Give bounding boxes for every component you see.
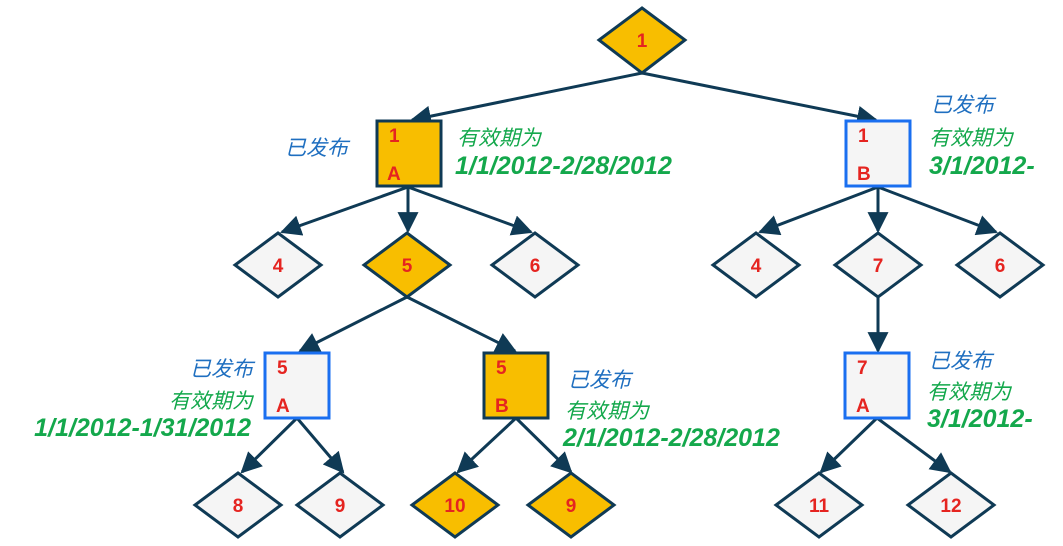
version-box-7a-num: 7 — [857, 358, 868, 379]
v5b-validity-label: 有效期为 — [565, 400, 649, 423]
version-box-1b-num: 1 — [858, 126, 869, 147]
version-box-5a-num: 5 — [277, 358, 288, 379]
version-box-1a-ver: A — [387, 164, 401, 185]
v5b-status-label: 已发布 — [568, 369, 631, 392]
version-box-5a-ver: A — [276, 396, 290, 417]
node-l-4[interactable]: 4 — [232, 231, 324, 299]
edge-v1b-r6 — [877, 185, 998, 236]
version-box-7a[interactable]: 7 A — [843, 351, 911, 420]
edge-l5-v5b — [406, 295, 517, 353]
v1b-validity-range: 3/1/2012- — [929, 152, 1035, 180]
node-l-6-label: 6 — [530, 256, 541, 277]
node-d-9a-label: 9 — [335, 496, 346, 517]
node-d-12[interactable]: 12 — [905, 471, 997, 539]
edge-v1a-l4 — [280, 185, 409, 236]
v5a-validity-range: 1/1/2012-1/31/2012 — [34, 414, 251, 442]
edge-v5a-d8 — [240, 416, 299, 474]
version-box-5b[interactable]: 5 B — [482, 351, 550, 420]
node-root[interactable]: 1 — [596, 6, 688, 75]
version-box-5b-ver: B — [495, 396, 509, 417]
node-l-6[interactable]: 6 — [489, 231, 581, 299]
node-r-4[interactable]: 4 — [710, 231, 802, 299]
version-box-1b[interactable]: 1 B — [844, 119, 912, 188]
v1b-status-label: 已发布 — [931, 94, 994, 117]
edge-v1b-r4 — [758, 185, 879, 236]
node-l-5[interactable]: 5 — [361, 231, 453, 299]
version-box-1a-num: 1 — [389, 126, 400, 147]
node-r-6[interactable]: 6 — [954, 231, 1046, 299]
node-d-8[interactable]: 8 — [192, 471, 284, 539]
edge-root-v1b — [641, 71, 879, 127]
version-box-1b-ver: B — [857, 164, 871, 185]
edge-v5b-d10 — [456, 416, 518, 474]
node-d-10-label: 10 — [444, 496, 465, 517]
v1a-validity-label: 有效期为 — [457, 127, 541, 150]
node-r-7[interactable]: 7 — [832, 231, 924, 299]
edge-v7a-d11 — [819, 416, 879, 474]
version-box-1a[interactable]: 1 A — [375, 119, 443, 188]
v7a-validity-label: 有效期为 — [927, 381, 1011, 404]
edge-v1a-l6 — [407, 185, 533, 236]
edge-l5-v5a — [298, 295, 408, 353]
node-d-9a[interactable]: 9 — [294, 471, 386, 539]
edges — [240, 71, 998, 474]
node-r-4-label: 4 — [751, 256, 762, 277]
edge-v7a-d12 — [876, 416, 952, 474]
edge-v5a-d9a — [295, 417, 345, 474]
node-d-9b-label: 9 — [566, 496, 577, 517]
node-l-5-label: 5 — [402, 256, 413, 277]
version-box-5a[interactable]: 5 A — [263, 351, 331, 420]
v7a-validity-range: 3/1/2012- — [927, 405, 1033, 433]
version-box-5b-num: 5 — [496, 358, 507, 379]
v1a-validity-range: 1/1/2012-2/28/2012 — [455, 152, 672, 180]
v5b-validity-range: 2/1/2012-2/28/2012 — [563, 424, 780, 452]
node-d-10[interactable]: 10 — [409, 471, 501, 539]
v5a-validity-label: 有效期为 — [169, 390, 253, 413]
version-box-7a-ver: A — [856, 396, 870, 417]
node-root-label: 1 — [637, 31, 648, 52]
v5a-status-label: 已发布 — [190, 358, 253, 381]
edge-root-v1a — [409, 71, 643, 127]
node-d-11[interactable]: 11 — [773, 471, 865, 539]
node-d-11-label: 11 — [809, 496, 830, 517]
v1b-validity-label: 有效期为 — [929, 127, 1013, 150]
v7a-status-label: 已发布 — [929, 350, 992, 373]
node-d-8-label: 8 — [233, 496, 244, 517]
node-d-12-label: 12 — [940, 496, 961, 517]
node-r-7-label: 7 — [873, 256, 884, 277]
node-l-4-label: 4 — [273, 256, 284, 277]
v1a-status-label: 已发布 — [285, 137, 348, 160]
node-d-9b[interactable]: 9 — [525, 471, 617, 539]
edge-v5b-d9b — [514, 416, 573, 474]
node-r-6-label: 6 — [995, 256, 1006, 277]
